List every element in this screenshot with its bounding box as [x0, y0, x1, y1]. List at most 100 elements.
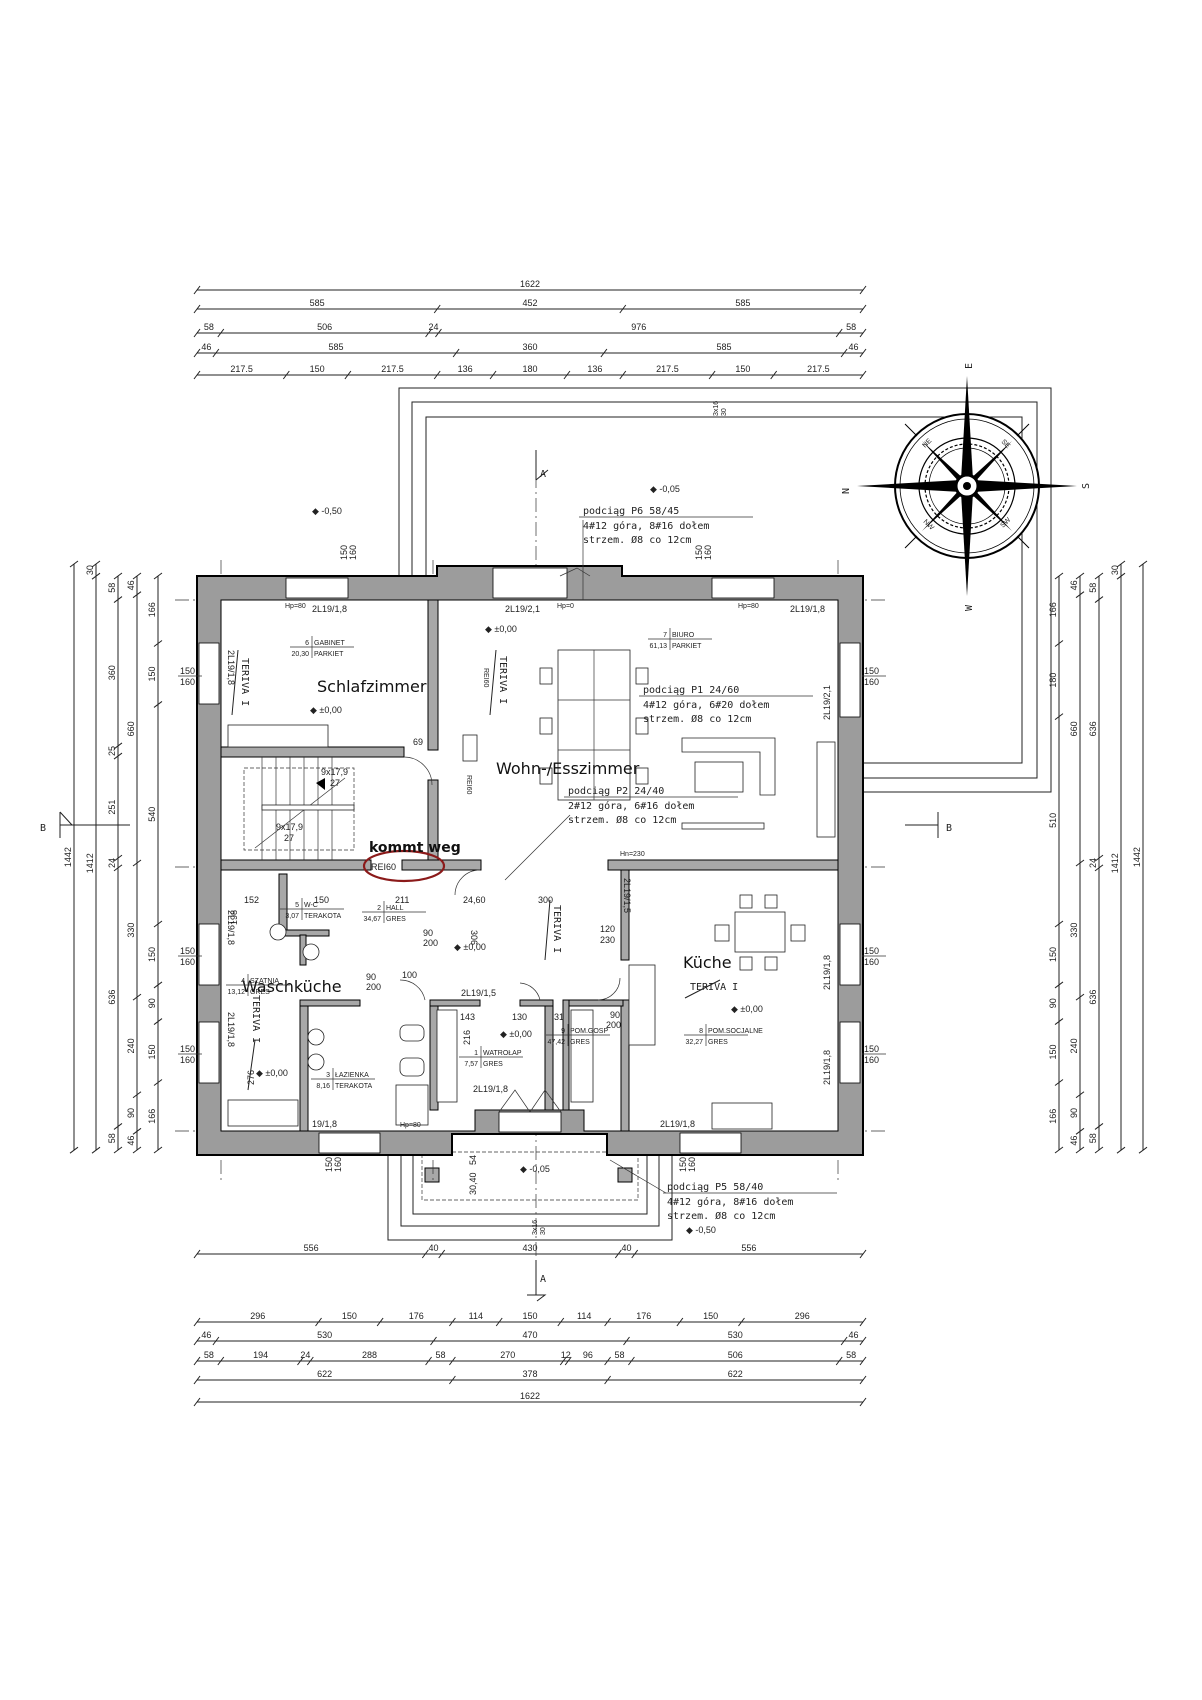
level-marks: ◆ -0,50 ◆ -0,05 ◆ ±0,00 ◆ ±0,00 ◆ ±0,00 …	[256, 484, 763, 1235]
dimension-value: 330	[126, 923, 136, 938]
beam-title: podciąg P2 24/40	[568, 786, 664, 797]
dimension-value: 24	[107, 858, 117, 868]
room-function: POM.SOCJALNE	[708, 1028, 763, 1035]
dimension-value: 430	[522, 1243, 537, 1253]
level-floor: ±0,00	[319, 705, 341, 715]
slab-labels: TERIVA I TERIVA I TERIVA I TERIVA I TERI…	[231, 649, 738, 1091]
lintel-label: 2L19/1,8	[822, 955, 832, 990]
dimension-value: 166	[147, 602, 157, 617]
bathtub-sink	[399, 1024, 425, 1042]
svg-text:200: 200	[423, 938, 438, 948]
level-floor: ±0,00	[494, 624, 516, 634]
beam-leaders	[504, 520, 667, 1194]
beam-reinforcement: 4#12 góra, 8#16 dołem	[583, 520, 709, 532]
beam-note: podciąg P6 58/454#12 góra, 8#16 dołemstr…	[579, 506, 753, 546]
room-number: 9	[561, 1028, 565, 1035]
level-diamond-icon: ◆	[500, 1029, 509, 1039]
dimension-value: 660	[1069, 721, 1079, 736]
beam-stirrups: strzem. Ø8 co 12cm	[568, 814, 676, 826]
lintel-label: 2L19/1,8	[226, 910, 236, 945]
dimension-value: 530	[728, 1330, 743, 1340]
window-height: 150	[678, 1157, 688, 1172]
dimension-value: 30	[1110, 565, 1120, 575]
section-markers: A A B B	[40, 450, 952, 1302]
level-diamond-icon: ◆	[731, 1004, 740, 1014]
exterior-walls	[196, 565, 864, 1156]
window-height: 150	[180, 666, 195, 676]
dimension-value: 510	[1048, 813, 1058, 828]
window-height: 150	[339, 545, 349, 560]
svg-text:130: 130	[512, 1012, 527, 1022]
window-sill: 160	[864, 677, 879, 687]
svg-text:300: 300	[538, 895, 553, 905]
dimension-value: 194	[253, 1350, 268, 1360]
section-b-right: B	[946, 823, 952, 834]
fire-rating: REI60	[482, 668, 489, 688]
coffee-table	[694, 761, 744, 793]
washbasin	[269, 923, 287, 941]
dimension-value: 46	[849, 1330, 859, 1340]
lintel-label: 2L19/1,8	[660, 1119, 695, 1129]
entrance-terrace	[387, 1150, 673, 1241]
dimension-value: 58	[615, 1350, 625, 1360]
dimension-value: 585	[716, 342, 731, 352]
beam-note: podciąg P2 24/402#12 góra, 6#16 dołemstr…	[564, 786, 738, 826]
svg-text:152: 152	[244, 895, 259, 905]
svg-text:120: 120	[600, 924, 615, 934]
compass-s: S	[1081, 483, 1092, 489]
beam-stirrups: strzem. Ø8 co 12cm	[583, 534, 691, 546]
svg-text:90: 90	[366, 972, 376, 982]
dimension-value: 1622	[520, 1391, 540, 1401]
dimension-value: 90	[147, 998, 157, 1008]
svg-text:◆ ±0,00: ◆ ±0,00	[485, 624, 517, 634]
dimension-value: 296	[250, 1311, 265, 1321]
beam-title: podciąg P5 58/40	[667, 1182, 763, 1193]
removal-annotation-circle	[362, 849, 446, 883]
dimension-value: 150	[310, 364, 325, 374]
room-area: 3,07	[285, 913, 299, 920]
dimension-value: 180	[522, 364, 537, 374]
dimension-row: 1442	[63, 560, 79, 1154]
dimension-value: 360	[522, 342, 537, 352]
dimension-value: 58	[435, 1350, 445, 1360]
dimension-value: 166	[147, 1109, 157, 1124]
window-sill: 160	[180, 677, 195, 687]
lintel-label: 2L19/1,5	[461, 988, 496, 998]
dimension-value: 46	[201, 342, 211, 352]
toilet	[302, 943, 320, 961]
beam-title: podciąg P1 24/60	[643, 685, 739, 696]
window-sill: 160	[348, 545, 358, 560]
dimension-value: 24	[300, 1350, 310, 1360]
room-area: 47,42	[547, 1039, 565, 1046]
svg-text:69: 69	[413, 737, 423, 747]
dimension-value: 176	[409, 1311, 424, 1321]
room-flooring: TERAKOTA	[304, 913, 342, 920]
beam-stirrups: strzem. Ø8 co 12cm	[667, 1210, 775, 1222]
section-a-top: A	[540, 469, 546, 480]
dimension-value: 58	[204, 322, 214, 332]
room-function: SZATNIA	[250, 978, 279, 985]
dimension-value: 622	[317, 1369, 332, 1379]
room-number: 4	[241, 978, 245, 985]
dimension-value: 46	[126, 1136, 136, 1146]
dimension-value: 25	[107, 746, 117, 756]
sill-height: Hp=80	[400, 1122, 421, 1129]
dimension-value: 660	[126, 721, 136, 736]
svg-text:9x17,9: 9x17,9	[276, 822, 303, 832]
level-diamond-icon: ◆	[520, 1164, 529, 1174]
svg-text:◆ ±0,00: ◆ ±0,00	[310, 705, 342, 715]
room-function: ŁAZIENKA	[335, 1072, 369, 1079]
svg-text:90: 90	[423, 928, 433, 938]
dimension-value: 1412	[85, 853, 95, 873]
toilet	[399, 1057, 425, 1077]
lintel-label: 2L19/2,1	[822, 685, 832, 720]
level-diamond-icon: ◆	[686, 1225, 695, 1235]
